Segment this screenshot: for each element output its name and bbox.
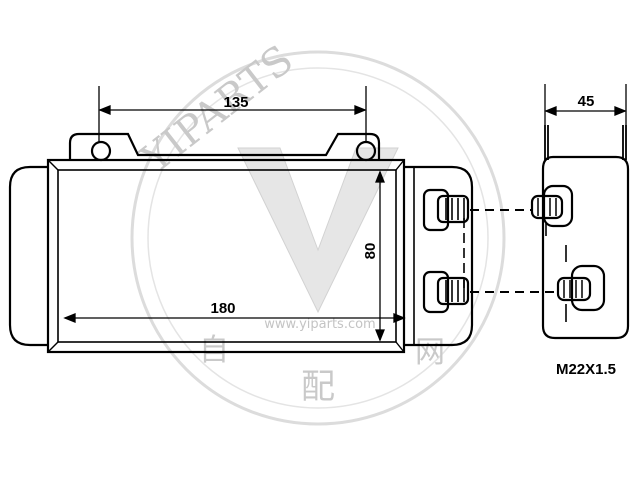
thread-spec-label: M22X1.5 [556,361,616,378]
watermark-url: www.yiparts.com [264,317,375,332]
watermark-ring [130,50,506,426]
side-body [541,155,630,340]
corner-line [47,159,59,171]
front-view-dimensions [63,84,627,342]
watermark-v-logo [237,147,399,314]
arrow-head [354,105,367,115]
arrow-head [544,106,557,116]
arrow-head [98,105,111,115]
watermark-ring-inner [147,67,489,409]
fitting-hex [422,270,450,314]
cooler-core [57,169,397,343]
dim-80-label: 80 [362,243,379,260]
fitting-upper [422,188,470,232]
watermark-char-1: 配 [301,367,335,407]
arrow-head [375,170,385,183]
fitting-thread [436,194,470,224]
watermark-char-3: 自 [199,333,229,368]
side-bracket-left [544,125,549,160]
side-fitting-hex [570,264,606,312]
fitting-lower [422,270,470,314]
side-bracket-right [622,125,627,160]
side-view [530,125,630,340]
dim-45-label: 45 [578,93,595,110]
side-fitting-upper [530,184,574,228]
side-fitting-lower [556,264,606,312]
arrow-head [63,313,76,323]
corner-line [395,341,405,353]
side-fitting-thread [530,194,564,220]
dim-135-label: 135 [223,94,248,111]
watermark: YIPARTS www.yiparts.com 配 网 自 [130,37,506,426]
mounting-bracket [68,132,381,160]
arrow-head [614,106,627,116]
corner-line [395,159,405,171]
cooler-body-outer [46,158,406,354]
arrow-head [393,313,406,323]
end-tank-right [404,165,474,347]
arrow-head [375,329,385,342]
mount-hole-left [90,140,112,162]
front-view [8,132,555,354]
end-tank-left [8,165,48,347]
dim-180-label: 180 [210,300,235,317]
corner-line [47,341,59,353]
side-fitting-thread [556,276,592,302]
watermark-char-2: 网 [415,335,445,370]
fitting-thread [436,276,470,306]
fitting-hex [422,188,450,232]
side-fitting-hex [542,184,574,228]
